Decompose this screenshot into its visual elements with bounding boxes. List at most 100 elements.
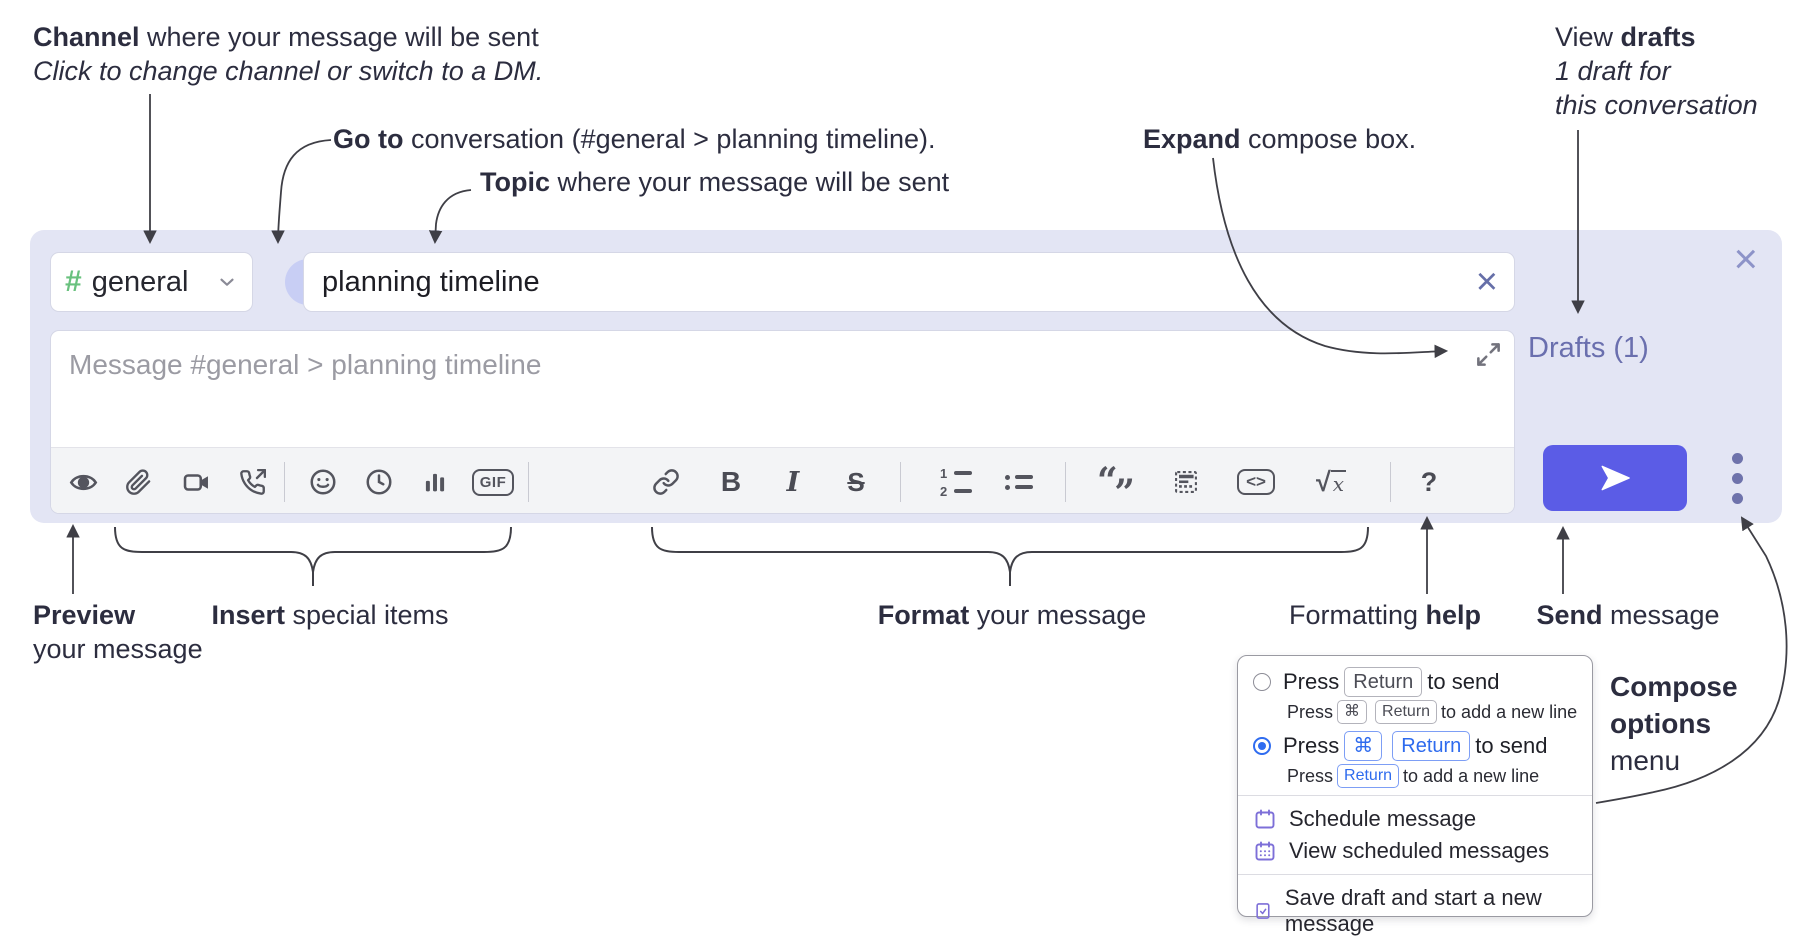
phone-outgoing-icon (239, 468, 266, 495)
send-button[interactable] (1543, 445, 1687, 511)
question-mark-icon: ? (1420, 466, 1438, 497)
clear-topic-icon[interactable]: × (1475, 261, 1498, 303)
format-brace (651, 526, 1369, 586)
bar-chart-icon (425, 473, 445, 492)
channel-selector[interactable]: # general (50, 252, 253, 312)
close-compose-icon[interactable]: × (1733, 235, 1758, 282)
save-draft-icon (1256, 903, 1270, 919)
return-key: Return (1344, 667, 1423, 697)
gif-button[interactable]: GIF (465, 460, 521, 504)
annotation-channel-line2: Click to change channel or switch to a D… (33, 56, 544, 86)
toolbar-divider (528, 462, 529, 502)
poll-button[interactable] (413, 460, 457, 504)
video-camera-icon (183, 473, 208, 491)
send-option-cmd-return[interactable]: Press ⌘ Return to send (1238, 731, 1592, 761)
toolbar-divider (900, 462, 901, 502)
quote-button[interactable]: “” (1094, 460, 1138, 514)
send-icon (1601, 465, 1630, 491)
audio-call-button[interactable] (230, 460, 274, 504)
message-card: Message #general > planning timeline (50, 330, 1515, 514)
annotation-preview: Preview your message (33, 600, 203, 664)
send-option-return-subtext: Press ⌘ Return to add a new line (1238, 700, 1592, 724)
cmd-key: ⌘ (1337, 700, 1368, 724)
annotation-send: Send message (1536, 600, 1720, 630)
annotation-channel: Channel where your message will be sent … (33, 20, 543, 88)
gif-icon: GIF (471, 468, 515, 496)
bulleted-list-icon (1005, 474, 1033, 490)
attach-file-button[interactable] (116, 460, 160, 504)
annotation-insert: Insert special items (211, 600, 449, 630)
insert-brace (114, 526, 512, 586)
link-icon (653, 469, 679, 495)
video-call-button[interactable] (174, 460, 218, 504)
strikethrough-icon: S (847, 466, 865, 497)
menu-item-schedule-message[interactable]: Schedule message (1238, 803, 1592, 835)
expand-compose-icon[interactable] (1475, 341, 1502, 368)
annotation-drafts-line1: View drafts (1555, 22, 1696, 52)
quote-icon: “” (1097, 460, 1135, 514)
menu-item-view-scheduled-messages[interactable]: View scheduled messages (1238, 835, 1592, 867)
bold-icon: B (720, 466, 742, 497)
strikethrough-button[interactable]: S (834, 460, 878, 504)
ellipsis-dot (1731, 472, 1743, 484)
spoiler-icon (1175, 471, 1197, 493)
math-icon: √x (1315, 466, 1347, 497)
numbered-list-button[interactable]: 1 2 (934, 460, 978, 504)
eye-icon (69, 474, 97, 490)
topic-input-box: × (303, 252, 1515, 312)
annotation-compose-options: Compose options menu (1610, 671, 1738, 776)
calendar-icon (1255, 809, 1275, 829)
toolbar-divider (1390, 462, 1391, 502)
channel-hash-icon: # (65, 265, 82, 298)
bulleted-list-button[interactable] (997, 460, 1041, 504)
goto-arrow (271, 139, 332, 245)
italic-icon: I (786, 466, 800, 498)
code-icon: <> (1237, 469, 1275, 495)
annotation-expand: Expand compose box. (1143, 124, 1417, 154)
annotation-channel-line1: Channel where your message will be sent (33, 22, 539, 52)
drafts-link[interactable]: Drafts (1) (1528, 332, 1649, 364)
compose-toolbar: GIF B I S 1 2 (51, 447, 1514, 514)
math-button[interactable]: √x (1303, 460, 1359, 504)
send-option-return[interactable]: Press Return to send (1238, 667, 1592, 697)
paperclip-icon (125, 468, 150, 495)
annotation-formatting-help: Formatting help (1288, 600, 1482, 630)
topic-input[interactable] (304, 265, 1460, 299)
preview-button[interactable] (61, 460, 105, 504)
compose-options-popup: Press Return to send Press ⌘ Return to a… (1237, 655, 1593, 936)
menu-item-save-draft[interactable]: Save draft and start a new message (1238, 882, 1592, 940)
popup-divider (1238, 874, 1592, 875)
return-key: Return (1392, 731, 1471, 761)
return-key: Return (1375, 700, 1438, 724)
return-key: Return (1337, 764, 1400, 788)
code-button[interactable]: <> (1234, 460, 1278, 504)
message-placeholder: Message #general > planning timeline (69, 349, 542, 380)
toolbar-divider (1065, 462, 1066, 502)
global-time-button[interactable] (357, 460, 401, 504)
annotation-goto: Go to conversation (#general > planning … (333, 124, 936, 154)
emoji-button[interactable] (301, 460, 345, 504)
compose-box: × # general × Drafts (1) Message #genera… (30, 230, 1782, 523)
toolbar-divider (284, 462, 285, 502)
bold-button[interactable]: B (709, 460, 753, 504)
smiley-icon (310, 469, 336, 495)
radio-selected-icon[interactable] (1253, 737, 1271, 755)
ellipsis-dot (1731, 452, 1743, 464)
compose-options-menu-button[interactable] (1727, 445, 1747, 511)
italic-button[interactable]: I (771, 460, 815, 504)
cmd-key: ⌘ (1344, 731, 1383, 761)
annotation-topic: Topic where your message will be sent (480, 167, 950, 197)
spoiler-button[interactable] (1164, 460, 1208, 504)
formatting-help-button[interactable]: ? (1407, 460, 1451, 504)
annotation-format: Format your message (877, 600, 1147, 630)
calendar-grid-icon (1255, 841, 1275, 861)
chevron-down-icon (216, 271, 238, 293)
send-option-cmd-return-subtext: Press Return to add a new line (1238, 764, 1592, 788)
ellipsis-dot (1731, 492, 1743, 504)
radio-unselected-icon[interactable] (1253, 673, 1271, 691)
clock-icon (366, 469, 392, 495)
popup-divider (1238, 795, 1592, 796)
link-button[interactable] (644, 460, 688, 504)
message-input[interactable]: Message #general > planning timeline (51, 331, 1514, 447)
